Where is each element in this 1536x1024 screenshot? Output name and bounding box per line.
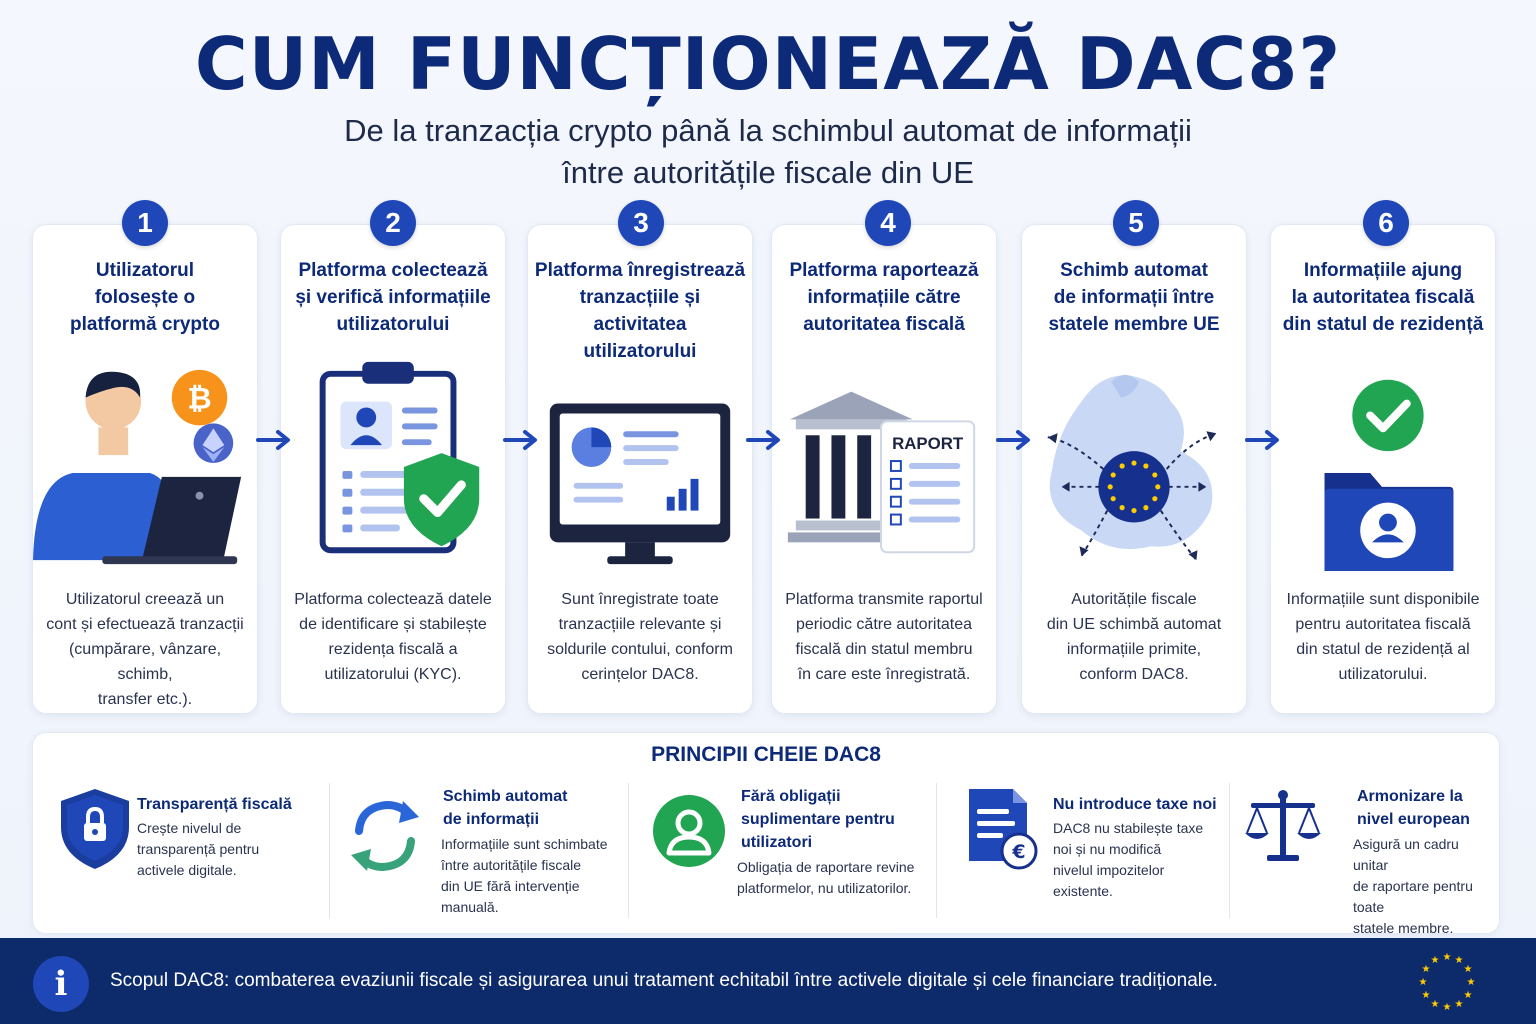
principle-description: Informațiile sunt schimbate între autori…	[441, 836, 608, 915]
step-description: Informațiile sunt disponibile pentru aut…	[1286, 591, 1480, 683]
step-description: Platforma colectează datele de identific…	[294, 591, 492, 683]
step-number-1: 1	[122, 200, 168, 246]
principle-divider	[1229, 783, 1230, 918]
principle-description: Obligația de raportare revine platformel…	[737, 859, 915, 896]
step-card-1: Utilizatorul folosește o platformă crypt…	[32, 224, 258, 714]
arrow-right-icon	[746, 430, 780, 450]
principle-item-5: Armonizare la nivel european Asigură un …	[1243, 781, 1493, 936]
principle-title: Fără obligații suplimentare pentru utili…	[741, 788, 895, 851]
svg-text:★: ★	[1467, 977, 1476, 988]
principle-item-4: € Nu introduce taxe noi DAC8 nu stabileș…	[963, 781, 1233, 921]
step-description: Autoritățile fiscale din UE schimbă auto…	[1046, 591, 1222, 683]
report-label: RAPORT	[892, 434, 964, 453]
step-number-3: 3	[618, 200, 664, 246]
step-title: Schimb automat de informații între state…	[1048, 260, 1220, 335]
subtitle-line-1: De la tranzacția crypto până la schimbul…	[344, 113, 1192, 148]
arrow-right-icon	[503, 430, 537, 450]
principle-description: Asigură un cadru unitar de raportare pen…	[1353, 836, 1473, 936]
eu-stars	[1107, 460, 1161, 514]
principle-title: Transparență fiscală	[137, 796, 292, 813]
step-number-6: 6	[1363, 200, 1409, 246]
svg-text:★: ★	[1431, 999, 1440, 1010]
principle-title: Armonizare la nivel european	[1357, 788, 1470, 828]
user-laptop-icon: ₿	[33, 369, 242, 565]
svg-text:★: ★	[1443, 952, 1452, 963]
step-title: Utilizatorul folosește o platformă crypt…	[70, 260, 220, 335]
principle-description: Crește nivelul de transparență pentru ac…	[137, 820, 260, 878]
step-title: Platforma colectează și verifică informa…	[295, 260, 491, 335]
subtitle-line-2: între autoritățile fiscale din UE	[562, 155, 974, 190]
principle-title: Schimb automat de informații	[443, 788, 568, 828]
footer-banner: i Scopul DAC8: combaterea evaziunii fisc…	[0, 938, 1536, 1024]
step-title: Platforma raportează informațiile către …	[789, 260, 979, 335]
step-card-6: Informațiile ajung la autoritatea fiscal…	[1270, 224, 1496, 714]
svg-text:★: ★	[1464, 990, 1473, 1001]
page-title: CUM FUNCȚIONEAZĂ DAC8?	[194, 22, 1342, 106]
scales-icon	[1245, 790, 1321, 861]
arrow-right-icon	[1245, 430, 1279, 450]
footer-text: Scopul DAC8: combaterea evaziunii fiscal…	[110, 970, 1218, 991]
step-title: Informațiile ajung la autoritatea fiscal…	[1282, 260, 1484, 335]
step-description: Utilizatorul creează un cont și efectuea…	[46, 591, 244, 708]
eu-flag-stars-icon: ★★★ ★★★ ★★★ ★★★	[1419, 952, 1476, 1013]
principle-item-1: Transparență fiscală Crește nivelul de t…	[55, 781, 325, 921]
step-number-2: 2	[370, 200, 416, 246]
step-card-5: Schimb automat de informații între state…	[1021, 224, 1247, 714]
svg-text:€: €	[1011, 841, 1025, 863]
key-principles-panel: PRINCIPII CHEIE DAC8 Transparență fiscal…	[32, 732, 1500, 936]
principle-title: Nu introduce taxe noi	[1053, 796, 1217, 813]
svg-text:★: ★	[1464, 964, 1473, 975]
shield-lock-icon	[61, 789, 129, 869]
principle-description: DAC8 nu stabilește taxe noi și nu modifi…	[1053, 820, 1204, 899]
step-number-5: 5	[1113, 200, 1159, 246]
user-circle-icon	[653, 795, 725, 867]
folder-user-check-icon	[1324, 379, 1454, 571]
info-icon: i	[33, 956, 89, 1012]
step-number-4: 4	[865, 200, 911, 246]
step-title: Platforma înregistrează tranzacțiile și …	[534, 260, 746, 362]
institution-report-icon: RAPORT	[787, 391, 976, 554]
svg-text:★: ★	[1419, 977, 1428, 988]
svg-text:★: ★	[1443, 1002, 1452, 1013]
svg-text:★: ★	[1422, 990, 1431, 1001]
svg-text:★: ★	[1431, 955, 1440, 966]
svg-text:★: ★	[1455, 955, 1464, 966]
svg-text:★: ★	[1422, 964, 1431, 975]
document-euro-icon: €	[969, 789, 1038, 870]
monitor-dashboard-icon	[549, 403, 731, 565]
principles-title: PRINCIPII CHEIE DAC8	[651, 743, 881, 766]
step-card-3: Platforma înregistrează tranzacțiile și …	[527, 224, 753, 714]
principle-divider	[628, 783, 629, 918]
eu-exchange-map-icon	[1047, 374, 1217, 561]
svg-text:₿: ₿	[187, 382, 211, 417]
step-description: Sunt înregistrate toate tranzacțiile rel…	[547, 591, 733, 683]
principle-item-3: Fără obligații suplimentare pentru utili…	[649, 781, 939, 921]
step-card-2: Platforma colectează și verifică informa…	[280, 224, 506, 714]
svg-text:★: ★	[1455, 999, 1464, 1010]
step-description: Platforma transmite raportul periodic că…	[785, 591, 983, 683]
principle-divider	[936, 783, 937, 918]
step-card-4: Platforma raportează informațiile către …	[771, 224, 997, 714]
arrow-right-icon	[256, 430, 290, 450]
principle-divider	[329, 783, 330, 918]
arrow-right-icon	[996, 430, 1030, 450]
clipboard-shield-icon	[319, 361, 480, 554]
sync-arrows-icon	[351, 800, 419, 872]
process-steps: Utilizatorul folosește o platformă crypt…	[0, 200, 1536, 720]
page-subtitle: De la tranzacția crypto până la schimbul…	[0, 110, 1536, 194]
principle-item-2: Schimb automat de informații Informațiil…	[345, 781, 630, 921]
